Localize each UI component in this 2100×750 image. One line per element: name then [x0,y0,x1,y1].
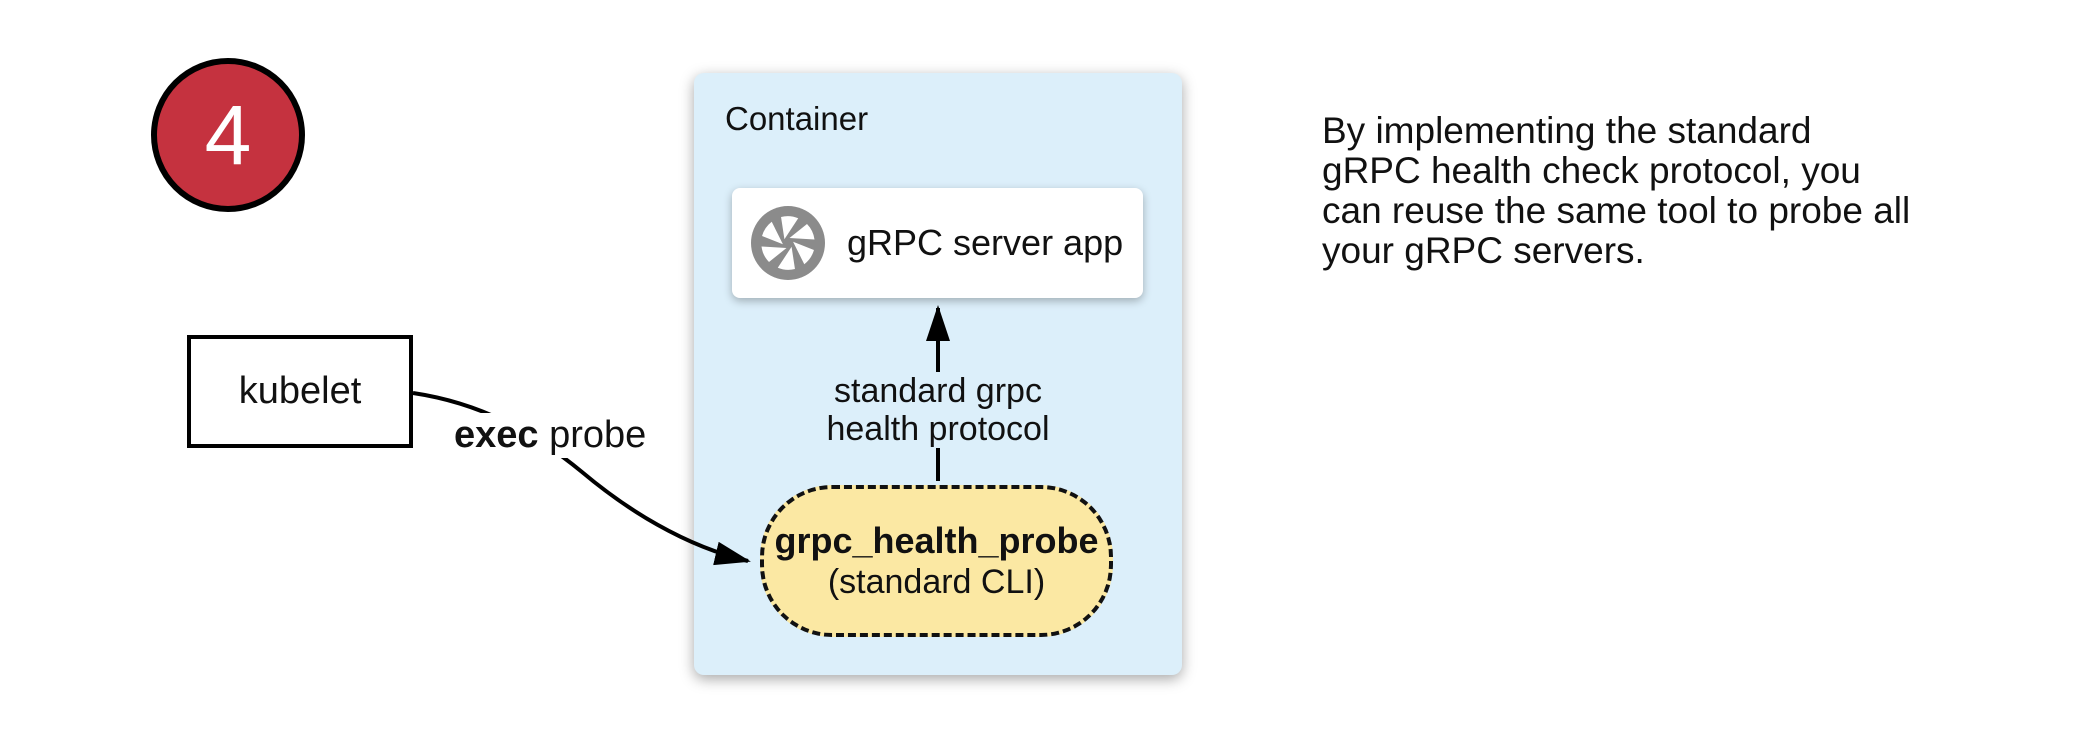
probe-pill-subtitle: (standard CLI) [827,563,1046,602]
note-line: can reuse the same tool to probe all [1322,190,1911,231]
note-line: By implementing the standard [1322,110,1812,151]
container-title: Container [725,100,869,137]
exec-probe-label: exec probe [447,413,654,458]
note-line: gRPC health check protocol, you [1322,150,1861,191]
probe-pill-title: grpc_health_probe [774,520,1099,561]
protocol-label-line1: standard grpc [834,372,1042,410]
grpc-health-probe-pill: grpc_health_probe (standard CLI) [760,485,1113,637]
note-line: your gRPC servers. [1322,230,1645,271]
step-number: 4 [204,87,252,182]
grpc-server-label: gRPC server app [847,222,1124,263]
exec-probe-label-bold: exec [454,414,539,456]
note-paragraph: By implementing the standard gRPC health… [1322,111,1910,271]
protocol-label-line2: health protocol [826,410,1050,448]
aperture-icon [751,206,825,280]
grpc-server-box: gRPC server app [732,188,1143,298]
kubelet-label: kubelet [238,370,362,412]
protocol-label: standard grpc health protocol [806,372,1070,448]
step-badge: 4 [151,58,305,212]
kubelet-box: kubelet [187,335,413,448]
exec-probe-label-rest: probe [538,414,647,456]
